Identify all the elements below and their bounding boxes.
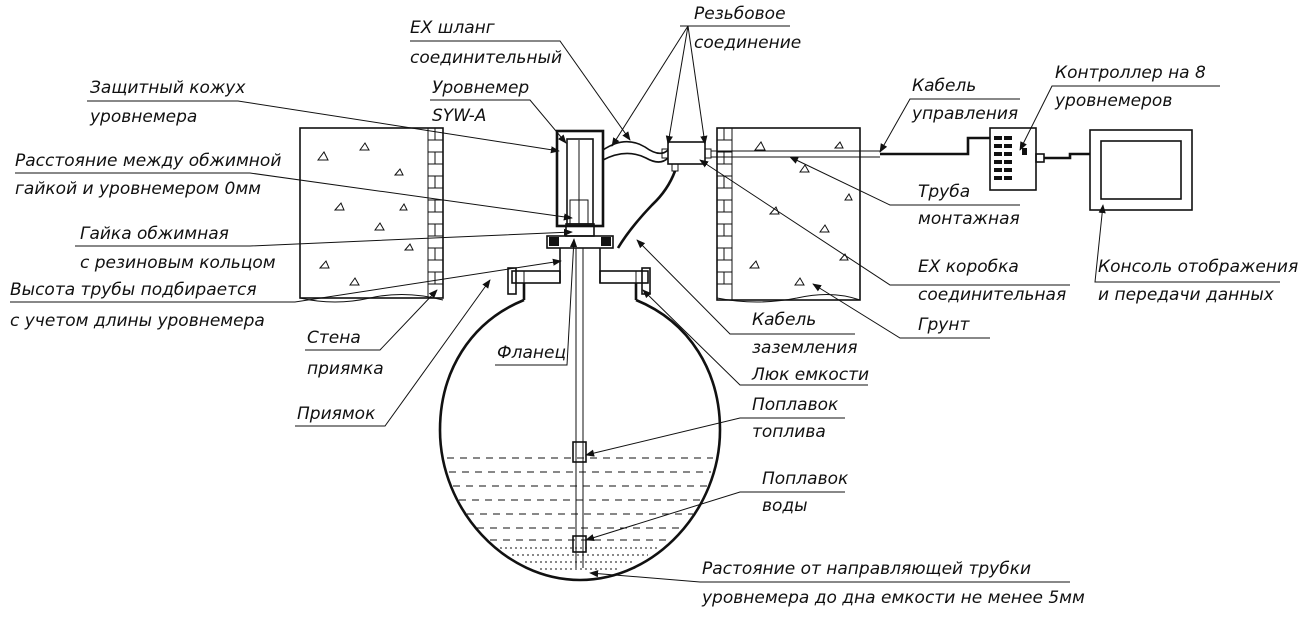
label-threaded-1: Резьбовое bbox=[694, 4, 786, 24]
label-soil: Грунт bbox=[918, 315, 970, 335]
mounting-pipe bbox=[711, 150, 880, 158]
label-ground-cable-1: Кабель bbox=[752, 310, 816, 330]
label-ex-hose-2: соединительный bbox=[410, 48, 562, 68]
label-mount-pipe-1: Труба bbox=[918, 182, 970, 202]
storage-tank bbox=[438, 267, 722, 582]
label-wall-2: приямка bbox=[307, 359, 384, 379]
hatch-plate-right bbox=[599, 270, 649, 284]
label-hatch: Люк емкости bbox=[751, 365, 869, 385]
label-fuel-float-2: топлива bbox=[752, 422, 826, 442]
fuel-liquid bbox=[447, 457, 713, 541]
label-mount-pipe-2: монтажная bbox=[918, 209, 1020, 229]
water-layer bbox=[500, 547, 660, 570]
label-casing-2: уровнемера bbox=[89, 107, 197, 127]
label-controller-2: уровнемеров bbox=[1054, 91, 1172, 111]
ground-cable bbox=[616, 170, 677, 249]
right-soil-texture bbox=[748, 141, 853, 286]
label-controller-1: Контроллер на 8 bbox=[1055, 63, 1206, 83]
label-casing-1: Защитный кожух bbox=[90, 78, 246, 98]
water-float bbox=[572, 535, 587, 553]
console-device bbox=[1089, 129, 1193, 211]
label-wall-1: Стена bbox=[307, 328, 361, 348]
label-ex-hose-1: EX шланг bbox=[410, 18, 495, 38]
fuel-float bbox=[572, 441, 587, 463]
label-bottom-gap-1: Растояние от направляющей трубки bbox=[702, 559, 1031, 579]
label-console-2: и передачи данных bbox=[1098, 285, 1275, 305]
label-distance-1: Расстояние между обжимной bbox=[15, 151, 281, 171]
label-nut-2: с резиновым кольцом bbox=[80, 253, 276, 273]
left-soil-texture bbox=[317, 142, 414, 286]
label-cable-ctrl-2: управления bbox=[911, 104, 1018, 124]
label-bottom-gap-2: уровнемера до дна емкости не менее 5мм bbox=[701, 588, 1085, 608]
hatch-plate-left bbox=[511, 270, 561, 284]
label-console-1: Консоль отображения bbox=[1098, 257, 1298, 277]
left-soil-block bbox=[299, 127, 444, 303]
right-brick-lines bbox=[717, 128, 732, 285]
label-water-float-1: Поплавок bbox=[762, 469, 849, 489]
label-pipe-height-1: Высота трубы подбирается bbox=[10, 280, 257, 300]
label-ex-box-2: соединительная bbox=[918, 285, 1066, 305]
label-flange: Фланец bbox=[497, 343, 566, 363]
label-distance-2: гайкой и уровнемером 0мм bbox=[15, 179, 261, 199]
console-cable bbox=[1044, 152, 1090, 160]
bolt-left bbox=[507, 267, 517, 295]
controller-device bbox=[989, 127, 1045, 191]
label-pit: Приямок bbox=[297, 404, 376, 424]
ex-junction-box bbox=[661, 141, 712, 172]
label-pipe-height-2: с учетом длины уровнемера bbox=[10, 311, 265, 331]
label-gauge-1: Уровнемер bbox=[432, 78, 529, 98]
labels: EX шланг соединительный Резьбовое соедин… bbox=[10, 4, 1298, 608]
left-brick-lines bbox=[428, 128, 443, 285]
label-fuel-float-1: Поплавок bbox=[752, 395, 839, 415]
protective-casing bbox=[555, 129, 605, 228]
label-threaded-2: соединение bbox=[694, 33, 801, 53]
label-gauge-2: SYW-A bbox=[432, 106, 486, 126]
leader-lines bbox=[10, 25, 1280, 583]
label-ex-box-1: EX коробка bbox=[918, 257, 1019, 277]
label-ground-cable-2: заземления bbox=[752, 338, 858, 358]
label-water-float-2: воды bbox=[762, 496, 808, 516]
label-nut-1: Гайка обжимная bbox=[80, 224, 229, 244]
label-cable-ctrl-1: Кабель bbox=[912, 76, 976, 96]
right-soil-block bbox=[716, 127, 861, 303]
control-cable bbox=[880, 136, 990, 156]
